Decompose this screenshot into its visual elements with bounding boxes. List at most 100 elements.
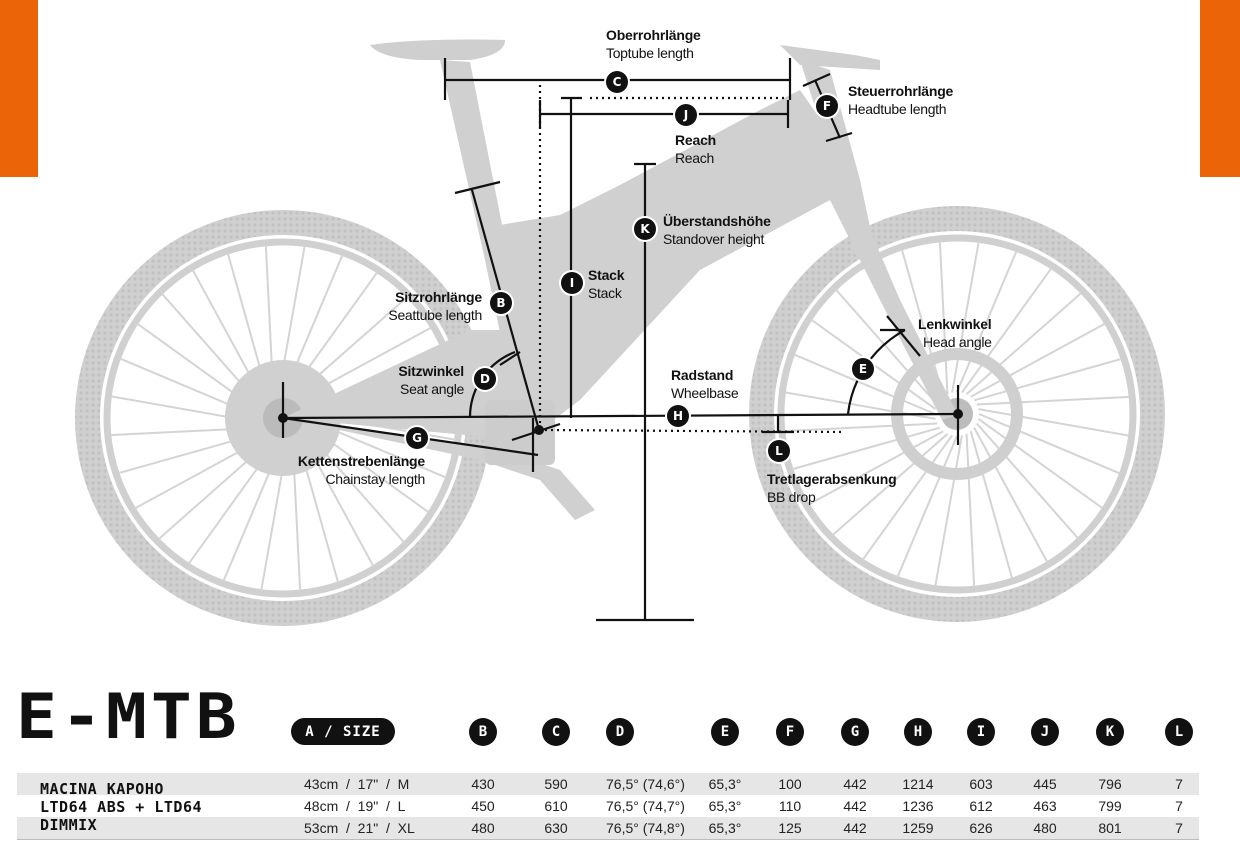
cell-f: 100 xyxy=(778,776,802,792)
label-reach: Reach Reach xyxy=(675,131,716,167)
cell-k: 801 xyxy=(1098,820,1122,836)
label-seatangle: Sitzwinkel Seat angle xyxy=(380,362,464,398)
label-reach-en: Reach xyxy=(675,150,714,166)
bike-silhouette xyxy=(75,39,1165,626)
column-header-h: H xyxy=(904,718,932,746)
badge-l: L xyxy=(768,440,790,462)
model-name: MACINA KAPOHO LTD64 ABS + LTD64 DIMMIX xyxy=(40,780,280,834)
badge-c: C xyxy=(606,71,628,93)
label-stack: Stack Stack xyxy=(588,266,625,302)
label-headangle-de: Lenkwinkel xyxy=(918,316,992,332)
badge-e: E xyxy=(852,358,874,380)
cell-i: 626 xyxy=(969,820,993,836)
cell-c: 610 xyxy=(544,798,568,814)
cell-e: 65,3° xyxy=(708,776,742,792)
label-wheelbase-en: Wheelbase xyxy=(671,385,739,401)
label-stack-de: Stack xyxy=(588,267,625,283)
label-bbdrop: Tretlagerabsenkung BB drop xyxy=(767,470,897,506)
label-wheelbase-de: Radstand xyxy=(671,367,734,383)
right-accent-bar xyxy=(1200,0,1240,177)
cell-h: 1236 xyxy=(902,798,934,814)
cell-e: 65,3° xyxy=(708,820,742,836)
cell-l: 7 xyxy=(1175,798,1183,814)
cell-d: 76,5° (74,6°) xyxy=(606,776,685,792)
label-toptube: Oberrohrlänge Toptube length xyxy=(606,26,701,62)
model-name-line: DIMMIX xyxy=(40,816,98,834)
cell-g: 442 xyxy=(843,776,867,792)
size-column-header: A / SIZE xyxy=(291,718,395,745)
label-standover: Überstandshöhe Standover height xyxy=(663,212,771,248)
label-seattube-en: Seattube length xyxy=(388,307,482,323)
label-standover-de: Überstandshöhe xyxy=(663,213,771,229)
column-header-g: G xyxy=(841,718,869,746)
label-headtube-de: Steuerrohrlänge xyxy=(848,83,954,99)
column-header-d: D xyxy=(606,718,634,746)
cell-g: 442 xyxy=(843,798,867,814)
label-wheelbase: Radstand Wheelbase xyxy=(671,366,739,402)
cell-size: 53cm / 21" / XL xyxy=(304,820,415,836)
badge-g: G xyxy=(406,427,428,449)
cell-l: 7 xyxy=(1175,820,1183,836)
column-header-e: E xyxy=(711,718,739,746)
badge-d: D xyxy=(474,368,496,390)
cell-b: 430 xyxy=(471,776,495,792)
cell-j: 463 xyxy=(1033,798,1057,814)
column-header-b: B xyxy=(469,718,497,746)
table-divider xyxy=(17,839,1199,840)
label-headtube: Steuerrohrlänge Headtube length xyxy=(848,82,953,118)
column-header-j: J xyxy=(1031,718,1059,746)
badge-b: B xyxy=(490,292,512,314)
label-chainstay: Kettenstrebenlänge Chainstay length xyxy=(290,452,425,488)
label-bbdrop-en: BB drop xyxy=(767,489,816,505)
model-name-line: MACINA KAPOHO xyxy=(40,780,164,798)
cell-d: 76,5° (74,7°) xyxy=(606,798,685,814)
cell-size: 48cm / 19" / L xyxy=(304,798,406,814)
cell-k: 799 xyxy=(1098,798,1122,814)
label-seattube-de: Sitzrohrlänge xyxy=(395,289,482,305)
badge-k: K xyxy=(634,218,656,240)
cell-k: 796 xyxy=(1098,776,1122,792)
badge-h: H xyxy=(667,405,689,427)
cell-h: 1214 xyxy=(902,776,934,792)
cell-i: 603 xyxy=(969,776,993,792)
label-seattube: Sitzrohrlänge Seattube length xyxy=(370,288,482,324)
label-headtube-en: Headtube length xyxy=(848,101,947,117)
column-header-i: I xyxy=(967,718,995,746)
left-accent-bar xyxy=(0,0,38,177)
model-name-line: LTD64 ABS + LTD64 xyxy=(40,798,203,816)
table-row xyxy=(17,773,1199,795)
cell-c: 630 xyxy=(544,820,568,836)
column-header-k: K xyxy=(1096,718,1124,746)
badge-i: I xyxy=(561,272,583,294)
label-stack-en: Stack xyxy=(588,285,622,301)
column-header-l: L xyxy=(1165,718,1193,746)
badge-j: J xyxy=(675,104,697,126)
label-seatangle-en: Seat angle xyxy=(400,381,464,397)
cell-b: 480 xyxy=(471,820,495,836)
label-headangle-en: Head angle xyxy=(923,334,992,350)
cell-f: 125 xyxy=(778,820,802,836)
cell-l: 7 xyxy=(1175,776,1183,792)
bike-geometry-diagram xyxy=(75,39,1165,626)
cell-size: 43cm / 17" / M xyxy=(304,776,410,792)
cell-e: 65,3° xyxy=(708,798,742,814)
cell-f: 110 xyxy=(778,798,802,814)
label-chainstay-de: Kettenstrebenlänge xyxy=(297,453,425,469)
label-reach-de: Reach xyxy=(675,132,717,148)
cell-b: 450 xyxy=(471,798,495,814)
label-seatangle-de: Sitzwinkel xyxy=(398,363,464,379)
label-chainstay-en: Chainstay length xyxy=(325,471,426,487)
column-header-c: C xyxy=(542,718,570,746)
label-headangle: Lenkwinkel Head angle xyxy=(918,315,992,351)
cell-g: 442 xyxy=(843,820,867,836)
cell-d: 76,5° (74,8°) xyxy=(606,820,685,836)
badge-f: F xyxy=(816,95,838,117)
cell-c: 590 xyxy=(544,776,568,792)
cell-j: 480 xyxy=(1033,820,1057,836)
dimension-lines xyxy=(281,58,960,622)
cell-h: 1259 xyxy=(902,820,934,836)
dimension-points xyxy=(278,409,963,435)
label-toptube-en: Toptube length xyxy=(606,45,694,61)
cell-i: 612 xyxy=(969,798,993,814)
table-row xyxy=(17,817,1199,839)
